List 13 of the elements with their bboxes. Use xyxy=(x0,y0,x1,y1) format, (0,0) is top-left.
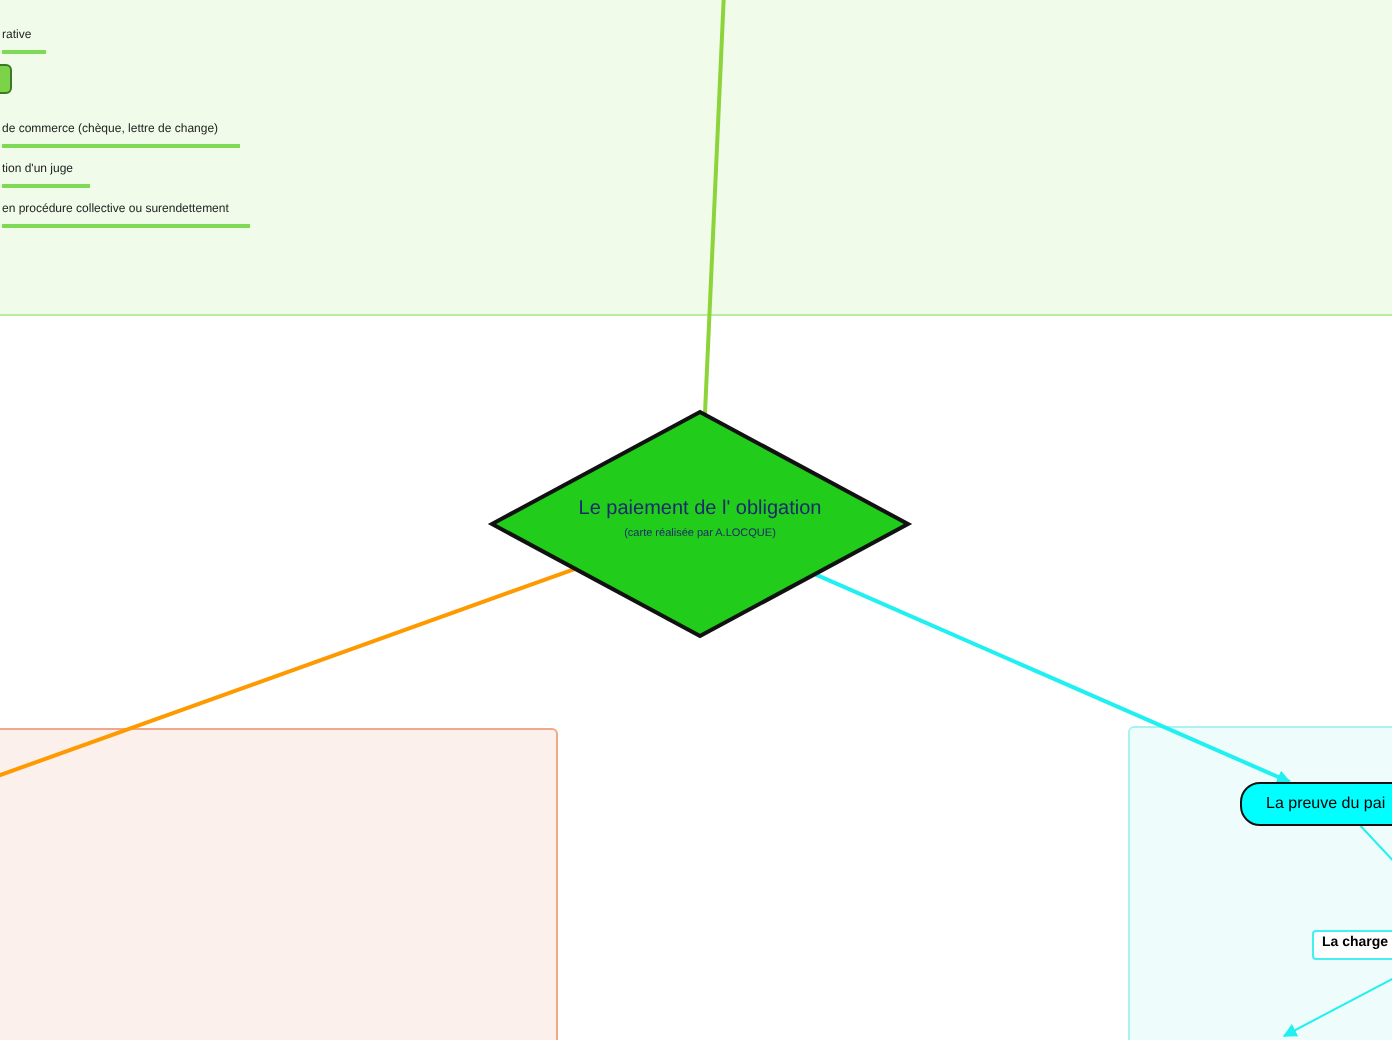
connector-line xyxy=(813,572,1291,784)
topic-label xyxy=(2,200,250,228)
connector-line xyxy=(0,566,576,780)
topic-text: La preuve du pai xyxy=(1266,794,1386,812)
topic-box xyxy=(1240,782,1392,826)
topic-label xyxy=(2,120,240,148)
topic-label xyxy=(2,26,46,54)
topic-label xyxy=(2,160,90,188)
title-text: Le paiement de l' obligation xyxy=(578,497,822,519)
topic-panel xyxy=(0,728,558,1040)
connector-line xyxy=(702,0,726,415)
topic-panel xyxy=(0,0,1392,316)
central-topic-diamond xyxy=(492,412,908,636)
